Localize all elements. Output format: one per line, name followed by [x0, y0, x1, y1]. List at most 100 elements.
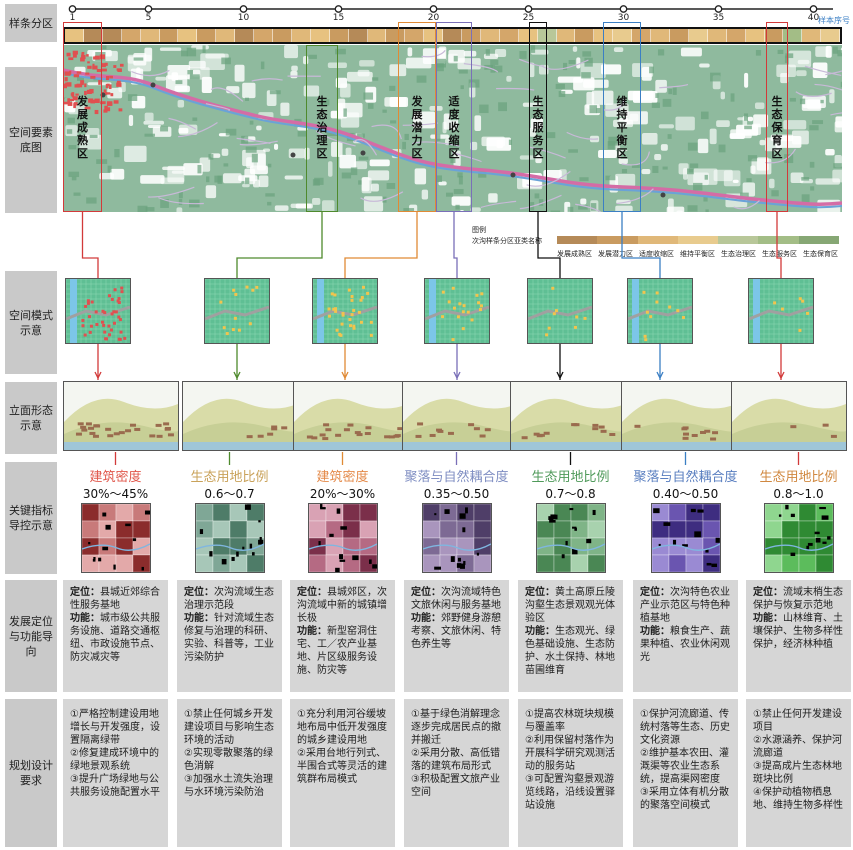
map-bare-patch [660, 144, 668, 151]
zone-title: 发展潜力区 [411, 95, 423, 160]
connector-arrow [656, 371, 664, 380]
indicator-title: 聚落与自然耦合度 [404, 470, 509, 485]
map-building [72, 96, 78, 101]
map-bare-patch [128, 114, 134, 127]
map-bare-patch [641, 169, 651, 175]
map-building [69, 98, 75, 102]
map-bare-patch [591, 90, 614, 105]
zone-title: 发展成熟区 [77, 95, 88, 160]
map-forest-patch [555, 83, 565, 89]
design-requirement: ②采用分散、高低错落的建筑布局形式 [411, 748, 500, 772]
map-forest-patch [789, 97, 796, 102]
map-forest-patch [144, 133, 156, 137]
function-label: 功能： [184, 613, 214, 624]
legend-bar [557, 236, 839, 244]
map-gully-line [795, 91, 832, 98]
map-forest-patch [308, 54, 317, 59]
map-forest-patch [705, 209, 709, 212]
map-building [116, 68, 122, 71]
map-bare-patch [274, 205, 289, 211]
map-bare-patch [303, 85, 320, 97]
map-building [101, 63, 106, 68]
map-forest-patch [260, 61, 265, 70]
map-gully-line [659, 83, 689, 89]
design-requirement: ④保护动植物栖息地、维持生物多样性 [753, 787, 843, 811]
map-building [73, 103, 76, 109]
map-bare-patch [347, 71, 373, 82]
map-forest-patch [546, 132, 556, 139]
spatial-pattern-tile [424, 278, 490, 344]
map-forest-patch [590, 203, 597, 211]
map-forest-patch [214, 175, 222, 183]
map-building [81, 52, 84, 57]
strip-segment [443, 29, 463, 42]
strip-segment [367, 29, 387, 42]
map-forest-patch [382, 109, 387, 113]
map-gully-line [178, 121, 218, 138]
indicator-value: 0.6～0.7 [204, 487, 255, 501]
tick-label: 30 [617, 13, 630, 23]
strip-segment [518, 29, 538, 42]
zone-title: 生态服务区 [532, 95, 544, 160]
tick-marker [524, 5, 533, 13]
map-bare-patch [613, 47, 624, 52]
strip-segment [235, 29, 255, 42]
map-forest-patch [689, 163, 699, 168]
design-requirement: ①严格控制建设用地增长与开发强度，设置隔离绿带 [70, 709, 160, 746]
map-bare-patch [535, 155, 542, 164]
map-gully-line [616, 188, 654, 205]
strip-segment [575, 29, 595, 42]
map-building [84, 90, 87, 96]
map-forest-patch [68, 145, 77, 150]
tick-marker [714, 5, 723, 13]
map-building [94, 109, 99, 115]
map-forest-patch [249, 120, 254, 125]
map-forest-patch [192, 117, 198, 121]
map-bare-patch [258, 175, 269, 188]
strip-segment [802, 29, 822, 42]
map-building [80, 57, 85, 62]
map-building [68, 57, 74, 61]
indicator-heatmap-tile [194, 503, 265, 573]
design-requirement: ③提升广场绿地与公共服务设施配置水平 [70, 774, 160, 798]
map-bare-patch [486, 137, 512, 151]
map-gully-line [825, 70, 842, 76]
map-forest-patch [186, 47, 197, 57]
map-forest-patch [649, 66, 654, 74]
map-forest-patch [687, 205, 698, 212]
map-forest-patch [730, 93, 735, 102]
map-forest-patch [485, 49, 490, 56]
map-forest-patch [450, 157, 456, 164]
map-forest-patch [350, 167, 358, 176]
legend-swatch [718, 236, 759, 244]
map-bare-patch [618, 117, 629, 122]
map-bare-patch [99, 173, 115, 180]
spatial-pattern-tile [527, 278, 593, 344]
map-building [113, 100, 119, 104]
indicator-title: 聚落与自然耦合度 [633, 470, 738, 485]
map-building [81, 54, 86, 60]
map-bare-patch [600, 64, 622, 75]
map-bare-patch [583, 79, 609, 88]
map-forest-patch [189, 74, 200, 80]
map-forest-patch [450, 111, 458, 121]
function-cell: 定位：次沟流域特色文旅休闲与服务基地功能：郊野健身游憩考察、文旅休闲、特色养生等 [404, 580, 509, 692]
map-bare-patch [729, 133, 745, 139]
row-label-elevation: 立面形态示意 [5, 382, 57, 454]
row-label-indicator: 关键指标导控示意 [5, 462, 57, 574]
map-forest-patch [114, 149, 120, 158]
map-bare-patch [697, 138, 709, 154]
map-bare-patch [790, 172, 804, 183]
row-label-pattern: 空间模式示意 [5, 271, 57, 374]
map-forest-patch [175, 80, 183, 85]
elevation-graphic [622, 382, 736, 450]
map-bare-patch [655, 79, 667, 93]
map-forest-patch [498, 102, 507, 112]
map-forest-patch [620, 151, 629, 159]
map-bare-patch [124, 145, 147, 163]
map-bare-patch [736, 124, 759, 136]
map-forest-patch [579, 177, 589, 182]
map-bare-patch [353, 161, 368, 170]
function-label: 功能： [640, 626, 670, 637]
